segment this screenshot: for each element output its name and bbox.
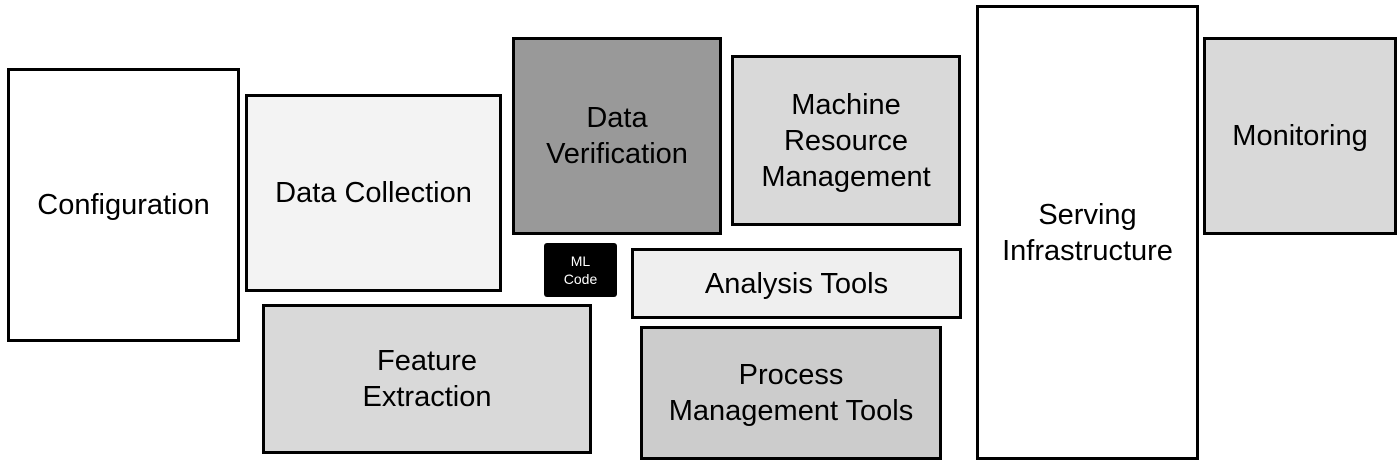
process-management-tools-label: Process Management Tools bbox=[668, 359, 914, 427]
analysis-tools-label: Analysis Tools bbox=[704, 267, 889, 300]
ml-code-label: ML Code bbox=[563, 253, 598, 287]
data-verification-box: Data Verification bbox=[512, 37, 722, 235]
process-management-tools-box: Process Management Tools bbox=[640, 326, 942, 460]
configuration-label: Configuration bbox=[37, 189, 210, 221]
serving-infrastructure-label: Serving Infrastructure bbox=[1002, 198, 1173, 267]
feature-extraction-box: Feature Extraction bbox=[262, 304, 592, 454]
ml-code-box: ML Code bbox=[544, 243, 617, 297]
machine-resource-management-label: Machine Resource Management bbox=[761, 88, 931, 193]
configuration-box: Configuration bbox=[7, 68, 240, 342]
monitoring-label: Monitoring bbox=[1232, 120, 1368, 152]
data-collection-label: Data Collection bbox=[275, 177, 472, 209]
monitoring-box: Monitoring bbox=[1203, 37, 1397, 235]
feature-extraction-label: Feature Extraction bbox=[362, 345, 492, 413]
data-collection-box: Data Collection bbox=[245, 94, 502, 292]
data-verification-label: Data Verification bbox=[546, 102, 688, 170]
serving-infrastructure-box: Serving Infrastructure bbox=[976, 5, 1199, 460]
machine-resource-management-box: Machine Resource Management bbox=[731, 55, 961, 226]
analysis-tools-box: Analysis Tools bbox=[631, 248, 962, 319]
